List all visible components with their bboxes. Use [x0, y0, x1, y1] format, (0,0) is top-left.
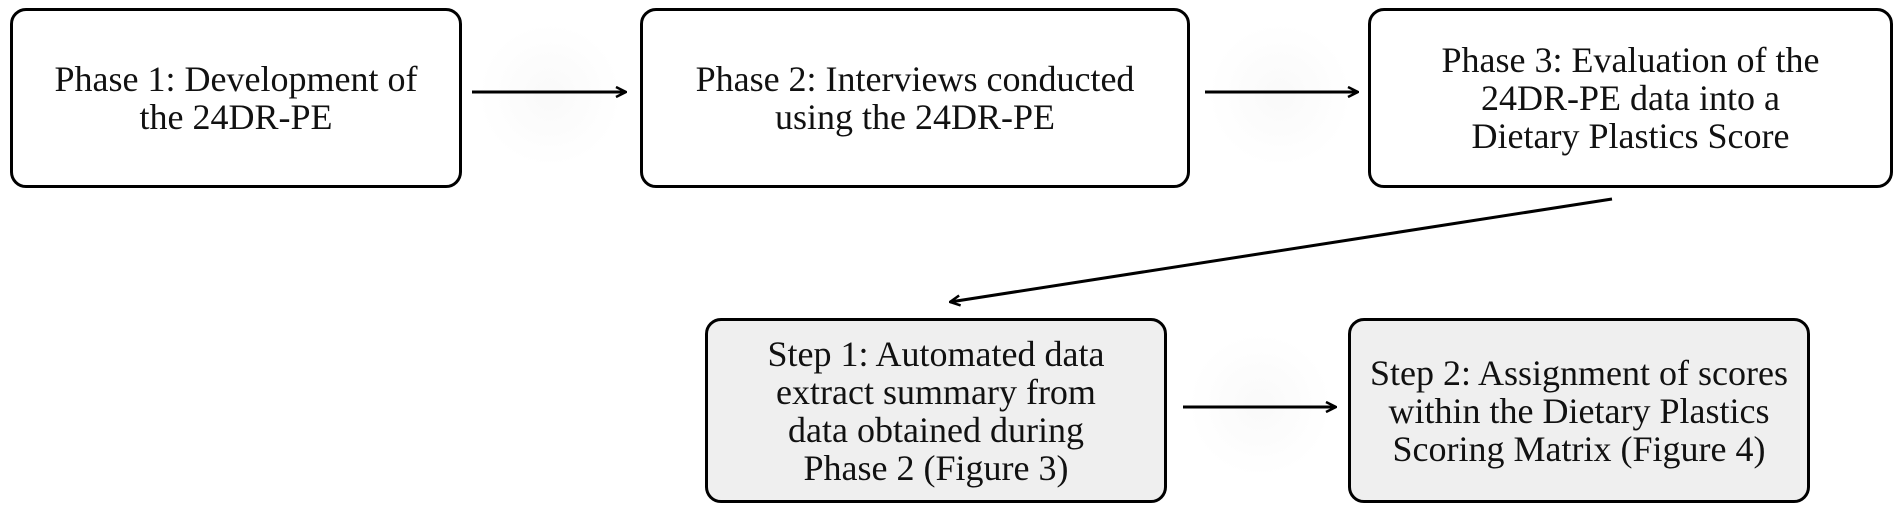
phase-3-box: Phase 3: Evaluation of the 24DR-PE data …: [1368, 8, 1893, 188]
background-blob: [1210, 20, 1350, 170]
background-blob: [1190, 330, 1330, 480]
phase-3-label: Phase 3: Evaluation of the 24DR-PE data …: [1441, 40, 1820, 156]
step-1-label: Step 1: Automated data extract summary f…: [767, 333, 1105, 488]
arrow-phase3-to-step1: [950, 197, 1613, 302]
step-2-box: Step 2: Assignment of scores within the …: [1348, 318, 1810, 503]
phase-2-label: Phase 2: Interviews conducted using the …: [695, 59, 1135, 137]
phase-1-box: Phase 1: Development of the 24DR-PE: [10, 8, 462, 188]
step-1-box: Step 1: Automated data extract summary f…: [705, 318, 1167, 503]
step-2-label: Step 2: Assignment of scores within the …: [1370, 352, 1788, 469]
background-blob: [480, 20, 620, 170]
phase-1-label: Phase 1: Development of the 24DR-PE: [54, 59, 418, 137]
phase-2-box: Phase 2: Interviews conducted using the …: [640, 8, 1190, 188]
